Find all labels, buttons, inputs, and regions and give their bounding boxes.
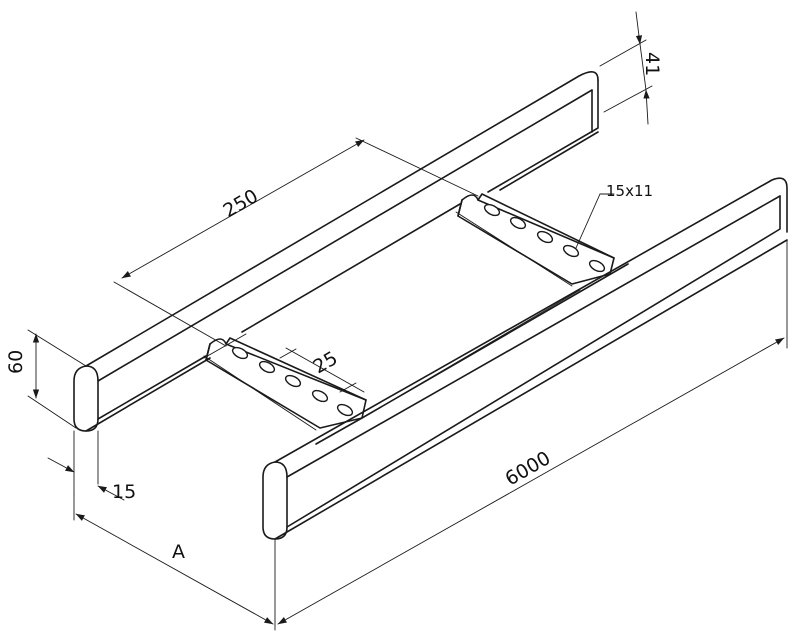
dimension-tray-width: A [73, 493, 276, 631]
dimension-15x11-label: 15x11 [606, 182, 653, 200]
rung-near [203, 337, 367, 431]
rung-far [455, 193, 615, 287]
dimension-15-label: 15 [112, 481, 136, 503]
left-side-rail [73, 71, 599, 432]
dimension-rung-height: 41 [599, 11, 663, 125]
dimension-60-label: 60 [5, 350, 27, 374]
dimension-slot-size: 15x11 [575, 182, 653, 249]
dimension-250-label: 250 [220, 185, 262, 222]
tray-floor-edge [203, 289, 581, 419]
dimension-A-label: A [172, 541, 185, 563]
dimension-6000-label: 6000 [502, 447, 555, 490]
dimension-flange-width: 15 [47, 430, 136, 503]
rung-far-slots [483, 203, 606, 273]
dimension-length: 6000 [277, 239, 788, 625]
dimension-25-label: 25 [310, 347, 342, 378]
dimension-side-height: 60 [5, 329, 87, 429]
dimension-41-label: 41 [641, 52, 663, 76]
rung-near-slots [231, 346, 354, 417]
